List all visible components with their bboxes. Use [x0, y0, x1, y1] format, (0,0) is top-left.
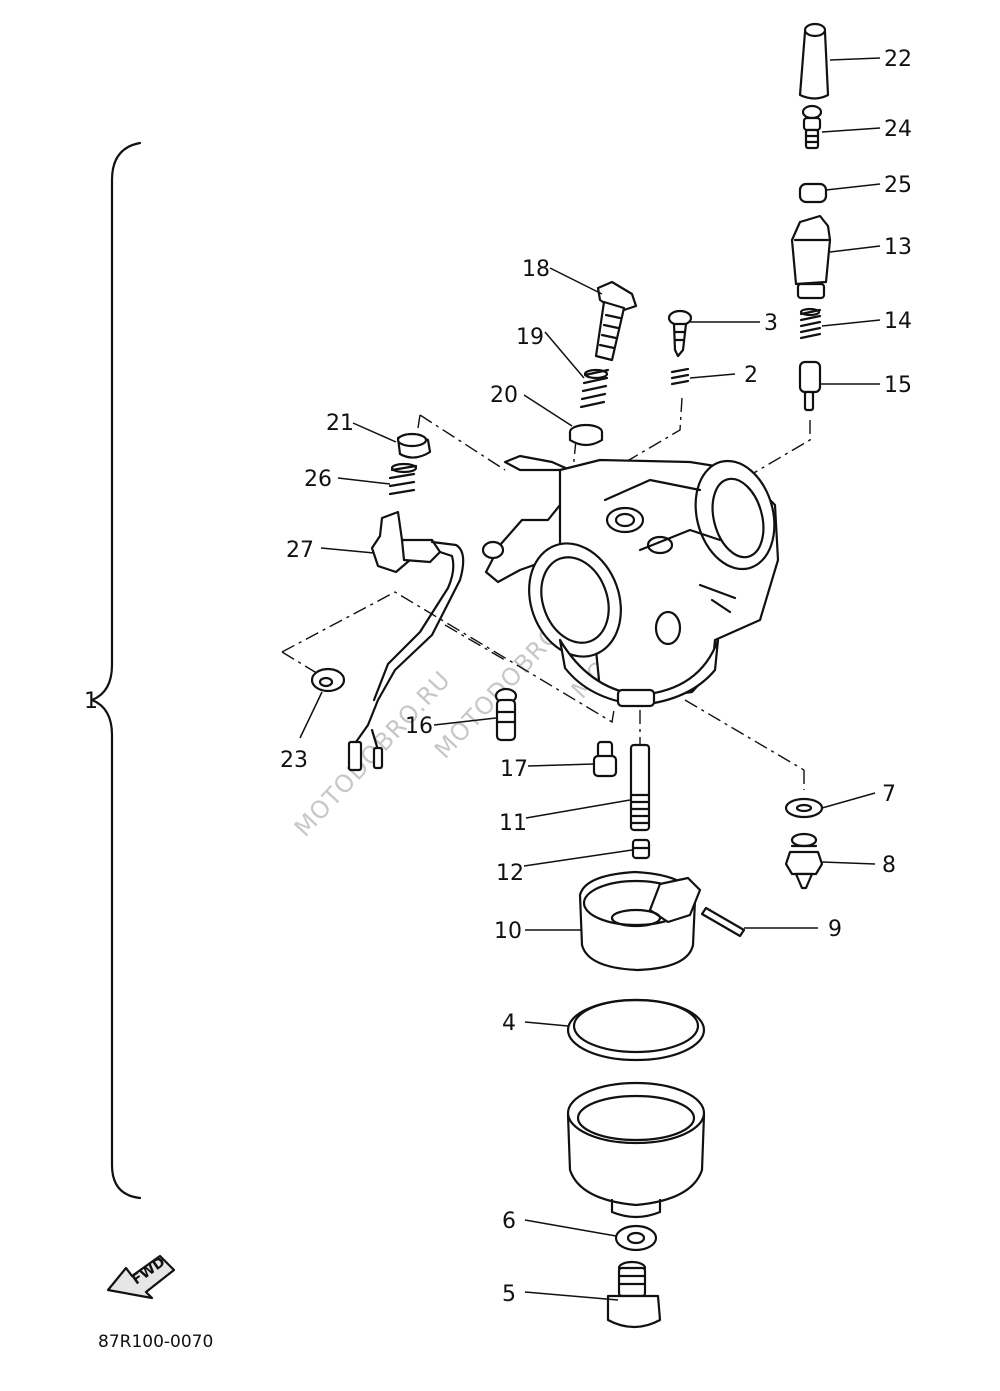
callout-12: 12 [496, 861, 524, 886]
callout-26: 26 [304, 467, 332, 492]
callout-8: 8 [882, 853, 896, 878]
part-10-float [578, 870, 702, 972]
part-12-main-jet [631, 838, 651, 860]
callout-1: 1 [84, 689, 98, 714]
callout-22: 22 [884, 47, 912, 72]
callout-13: 13 [884, 235, 912, 260]
part-13-chamber-top [790, 214, 832, 300]
callout-5: 5 [502, 1282, 516, 1307]
part-5-drain-plug [606, 1260, 662, 1329]
callout-27: 27 [286, 538, 314, 563]
callout-21: 21 [326, 411, 354, 436]
callout-3: 3 [764, 311, 778, 336]
callout-2: 2 [744, 363, 758, 388]
part-16-jet [494, 687, 518, 742]
callout-16: 16 [405, 714, 433, 739]
leader-lines [299, 57, 881, 1301]
part-22-cap [798, 22, 830, 100]
callout-15: 15 [884, 373, 912, 398]
callout-7: 7 [882, 782, 896, 807]
fwd-arrow: FWD [106, 1254, 176, 1300]
part-3-screw [667, 309, 693, 358]
part-14-spring [799, 307, 822, 340]
watermark-1: MOTODOBRO.RU [289, 665, 456, 842]
part-18-stop-screw [594, 280, 638, 362]
part-20-collar [568, 423, 604, 447]
part-9-float-pin [700, 906, 746, 938]
callout-19: 19 [516, 325, 544, 350]
part-8-needle-valve [784, 832, 824, 890]
callout-24: 24 [884, 117, 912, 142]
callout-10: 10 [494, 919, 522, 944]
part-27-starter-plunger [347, 510, 465, 772]
part-6-washer [614, 1224, 658, 1252]
part-23-washer [310, 667, 346, 693]
callout-25: 25 [884, 173, 912, 198]
callout-6: 6 [502, 1209, 516, 1234]
part-25-nut [798, 182, 828, 204]
part-17-pilot-jet [592, 740, 618, 778]
drawing-code: 87R100-0070 [98, 1332, 213, 1352]
part-4-gasket [566, 998, 706, 1062]
callout-17: 17 [500, 757, 528, 782]
carburetor-body [481, 454, 780, 708]
part-21-cap [396, 432, 432, 459]
part-19-spring [579, 368, 610, 409]
callout-11: 11 [499, 811, 527, 836]
callout-20: 20 [490, 383, 518, 408]
part-24-adjuster [801, 104, 823, 150]
part-15-needle [798, 360, 822, 412]
callout-23: 23 [280, 748, 308, 773]
callout-18: 18 [522, 257, 550, 282]
float-bowl [566, 1081, 706, 1219]
callout-14: 14 [884, 309, 912, 334]
part-26-spring [388, 462, 418, 496]
part-11-needle-jet [629, 743, 651, 832]
callout-labels: 1 2 3 4 5 6 7 8 9 10 11 12 13 14 15 16 1… [84, 47, 912, 1307]
part-2-spring [670, 367, 690, 386]
callout-9: 9 [828, 917, 842, 942]
part-7-washer [784, 797, 824, 819]
callout-4: 4 [502, 1011, 516, 1036]
assembly-brace [90, 141, 142, 1200]
